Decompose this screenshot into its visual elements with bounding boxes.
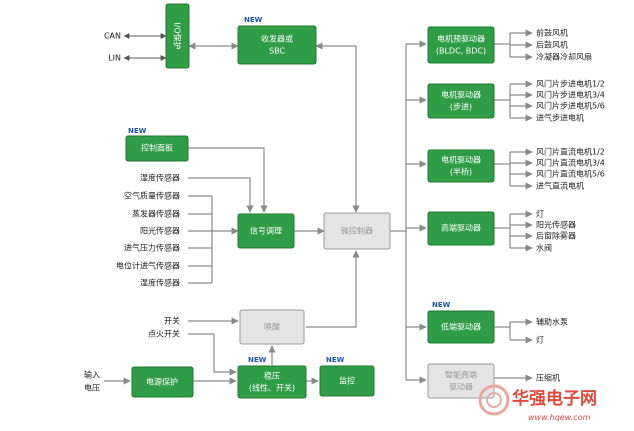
output-label: 风门片直流电机1/2 [536, 147, 605, 157]
new-tag-control-panel: NEW [128, 127, 147, 135]
input-voltage-label: 输入 [84, 370, 100, 380]
control-panel-label: 控制面板 [141, 143, 173, 153]
sensor-label: 湿度传感器 [140, 173, 180, 183]
regulator-label: 稳压 [264, 371, 280, 381]
motor-predriver-block: 电机预驱动器 (BLDC, BDC) [427, 26, 495, 64]
sensor-label: 湿度传感器 [140, 278, 180, 288]
output-label: 后鼓风机 [536, 40, 568, 50]
sensor-label: 阳光传感器 [140, 226, 180, 236]
ignition-switch-label: 点火开关 [148, 329, 180, 339]
output-label: 前鼓风机 [536, 28, 568, 38]
sensor-label: 空气质量传感器 [124, 191, 180, 201]
halfbridge-driver-block: 电机驱动器 (半桥) [427, 149, 495, 183]
output-label: 冷凝器冷却风扇 [536, 52, 592, 62]
smart-highside-label: 智能高端 [445, 370, 477, 380]
microcontroller-block: 微控制器 [323, 212, 391, 250]
output-label: 水阀 [536, 243, 552, 253]
watermark-url: www.hqew.com [528, 413, 591, 422]
smart-highside-driver-block: 智能高端 驱动器 [427, 363, 495, 399]
can-label: CAN [104, 32, 121, 41]
new-tag-lowside: NEW [432, 301, 451, 309]
transceiver-label: SBC [269, 47, 285, 56]
power-protection-label: 电源保护 [146, 377, 178, 387]
monitor-label: 监控 [339, 376, 355, 386]
input-voltage-label: 电压 [84, 383, 100, 393]
output-label: 灯 [536, 209, 544, 219]
output-label: 风门片直流电机5/6 [536, 169, 605, 179]
output-label: 风门片直流电机3/4 [536, 158, 605, 168]
control-panel-block: 控制面板 [125, 135, 189, 162]
new-tag-monitor: NEW [326, 356, 345, 364]
sensor-label: 电位计进气传感器 [116, 261, 180, 271]
stepper-driver-label: 电机驱动器 [441, 90, 481, 100]
transceiver-block: 收发器或 SBC [237, 25, 317, 65]
io-protection-block: I/O保护 [165, 3, 190, 69]
connections [104, 29, 533, 385]
regulator-label: (线性、开关) [249, 383, 295, 393]
motor-predriver-label: (BLDC, BDC) [436, 47, 486, 56]
output-label: 进气步进电机 [536, 113, 584, 123]
output-label: 压缩机 [536, 373, 560, 383]
microcontroller-label: 微控制器 [341, 226, 373, 236]
switch-label: 开关 [164, 316, 180, 326]
motor-predriver-label: 电机预驱动器 [437, 34, 485, 44]
power-protection-block: 电源保护 [131, 366, 194, 398]
lowside-driver-block: 低端驱动器 [427, 310, 495, 344]
output-label: 风门片步进电机3/4 [536, 90, 605, 100]
output-label: 阳光传感器 [536, 220, 576, 230]
io-protection-label: I/O保护 [173, 22, 183, 49]
halfbridge-driver-label: 电机驱动器 [441, 155, 481, 165]
output-label: 进气直流电机 [536, 181, 584, 191]
output-label: 后窗除雾器 [536, 231, 576, 241]
new-tag-transceiver: NEW [244, 16, 263, 24]
new-tag-regulator: NEW [248, 356, 267, 364]
wake-block: 唤醒 [239, 309, 305, 345]
transceiver-label: 收发器或 [261, 34, 293, 44]
output-label: 辅助水泵 [536, 317, 568, 327]
output-label: 风门片步进电机1/2 [536, 79, 605, 89]
signal-conditioning-label: 信号调理 [250, 226, 282, 236]
watermark-logo: 华强电子网 www.hqew.com [478, 384, 597, 422]
stepper-driver-label: (步进) [450, 103, 472, 112]
lowside-driver-label: 低端驱动器 [441, 322, 481, 332]
monitor-block: 监控 [319, 365, 375, 397]
lin-label: LIN [108, 54, 121, 63]
wake-label: 唤醒 [264, 322, 280, 332]
regulator-block: 稳压 (线性、开关) [237, 365, 307, 399]
signal-conditioning-block: 信号调理 [237, 213, 295, 249]
smart-highside-label: 驱动器 [449, 382, 473, 392]
watermark-text: 华强电子网 [512, 388, 597, 409]
sensor-label: 进气压力传感器 [124, 243, 180, 253]
sensor-label: 蒸发器传感器 [132, 209, 180, 219]
highside-driver-label: 高端驱动器 [441, 223, 481, 233]
stepper-driver-block: 电机驱动器 (步进) [427, 83, 495, 119]
output-label: 风门片步进电机5/6 [536, 101, 605, 111]
output-label: 灯 [536, 335, 544, 345]
halfbridge-driver-label: (半桥) [450, 167, 472, 177]
highside-driver-block: 高端驱动器 [427, 211, 495, 246]
